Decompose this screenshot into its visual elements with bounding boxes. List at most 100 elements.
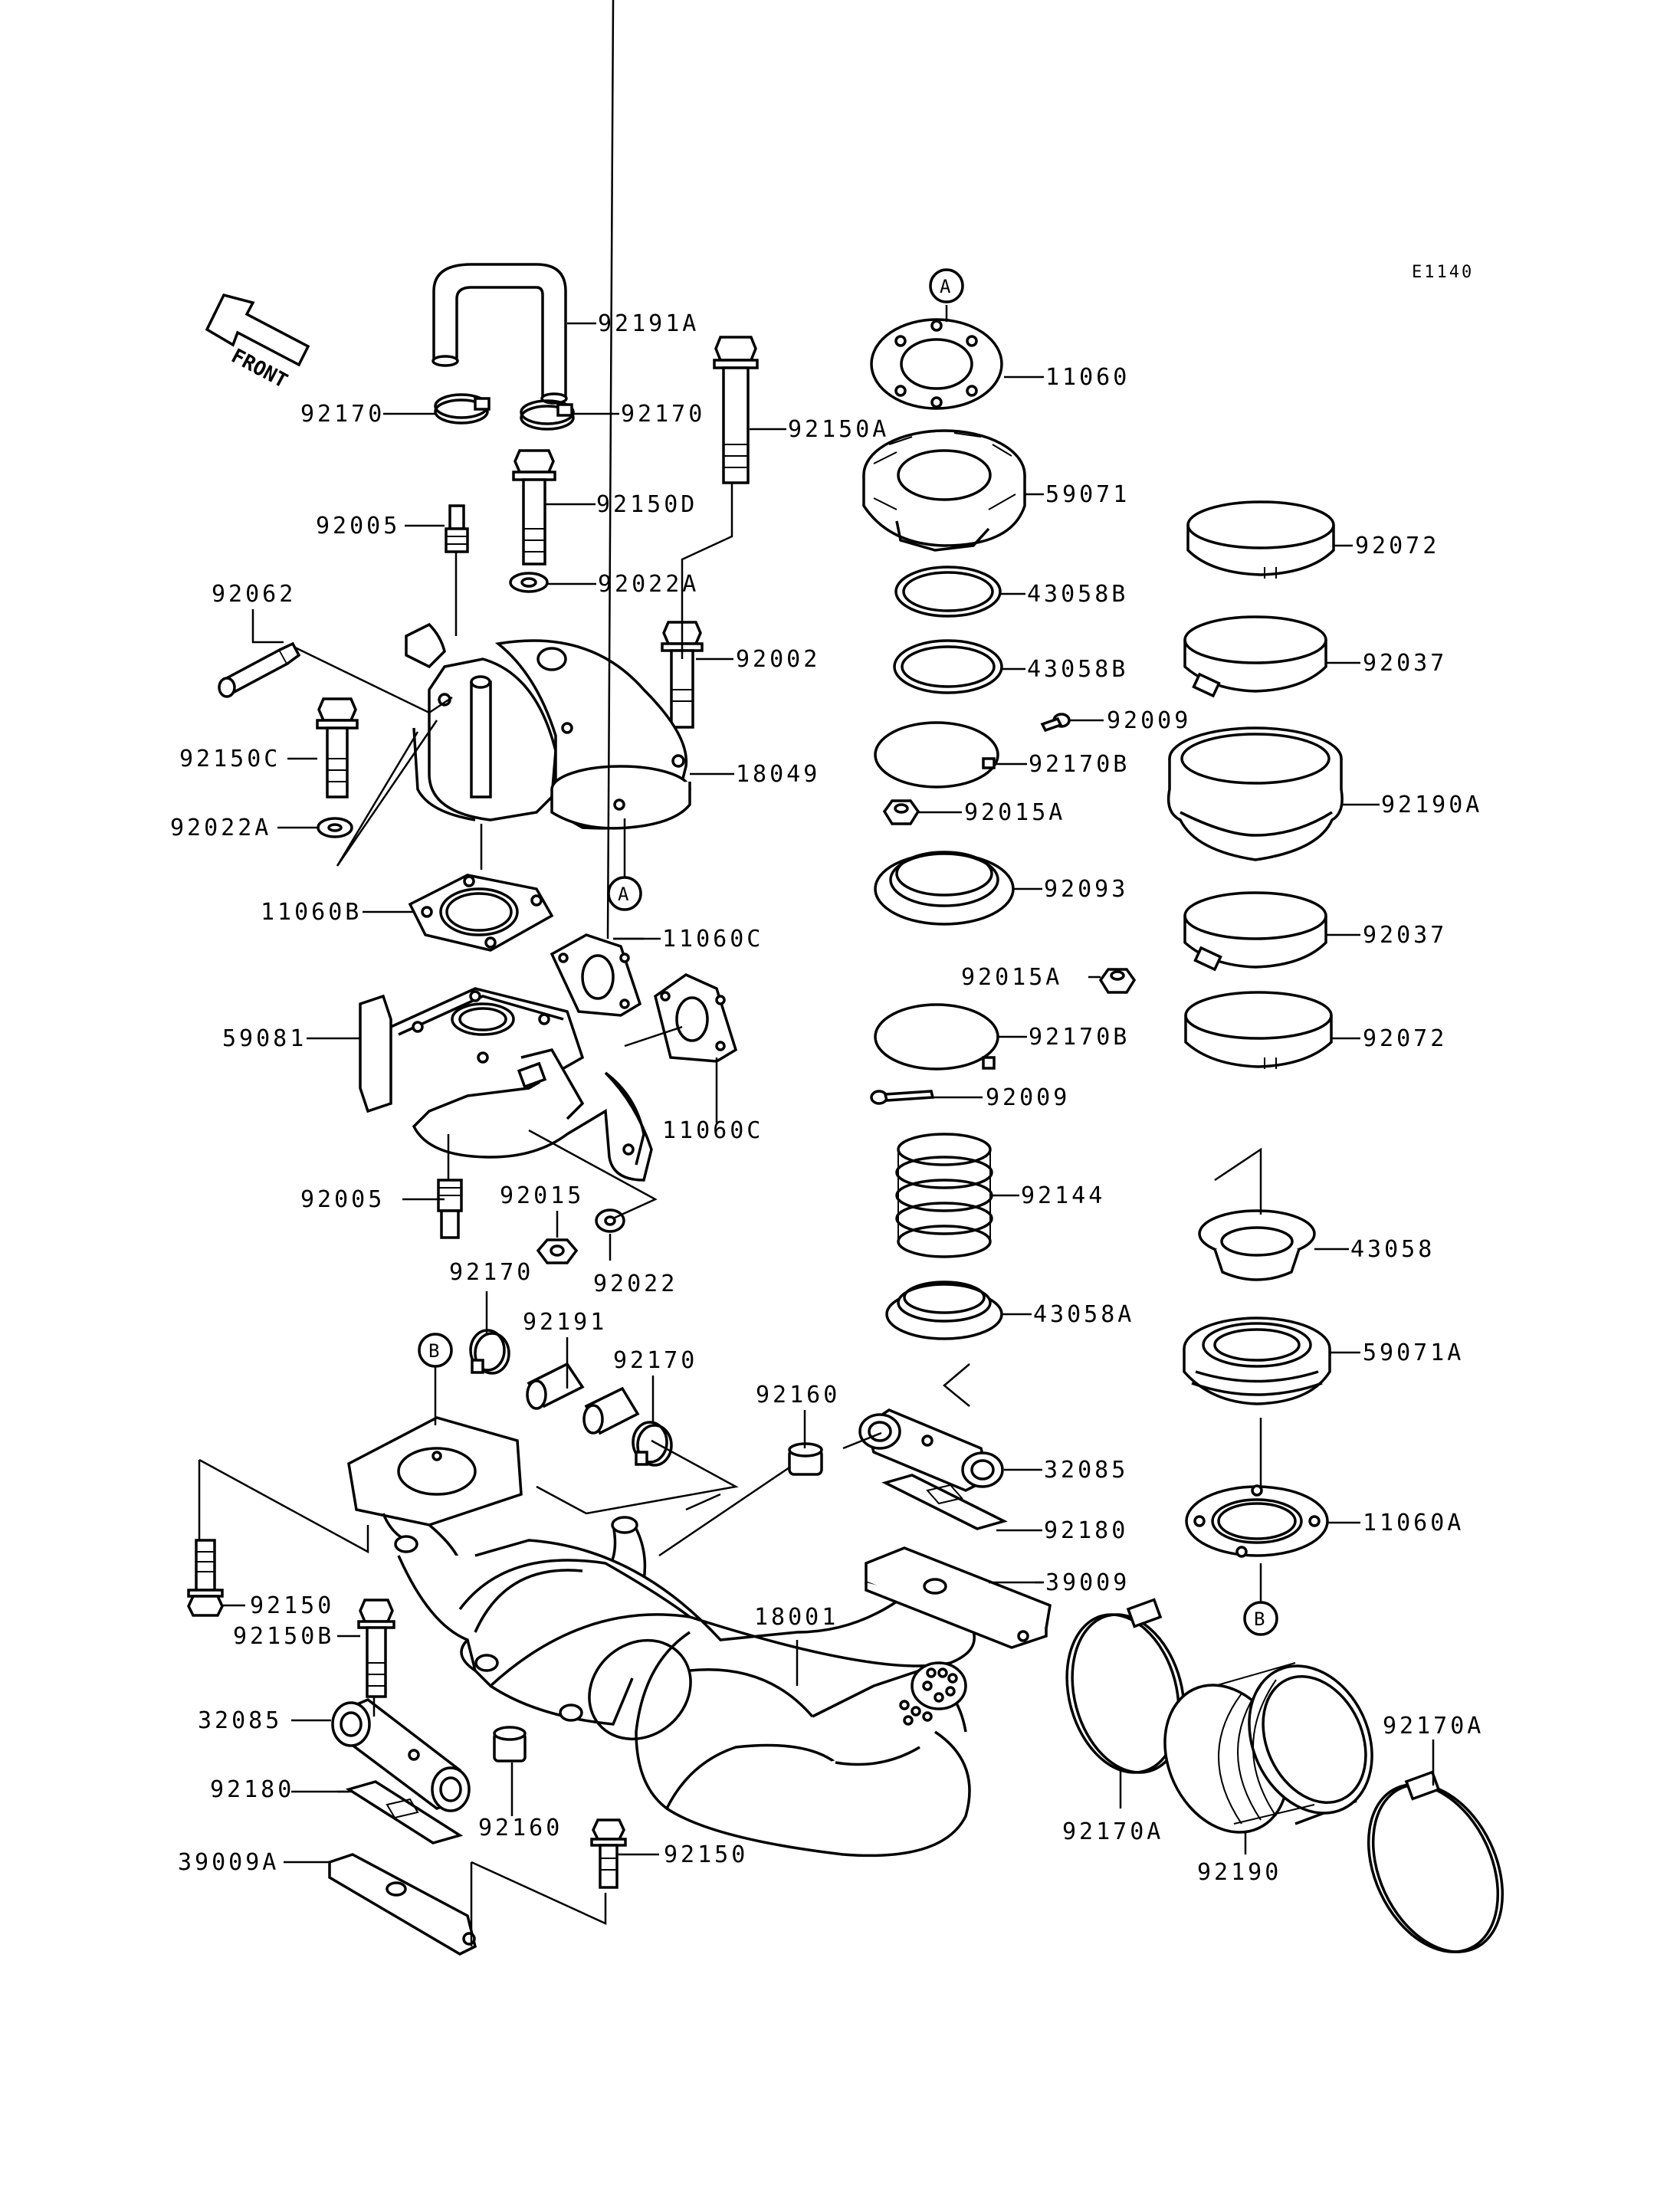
- label-92180-left: 92180: [210, 1776, 294, 1803]
- gasket-11060C-bottom: [654, 972, 738, 1063]
- washer-92022A-left: [317, 817, 353, 838]
- ring-43058B-1: [894, 566, 1002, 618]
- label-92037-top: 92037: [1363, 650, 1447, 677]
- hose-92191: [526, 1362, 640, 1435]
- band-92072-bottom: [1184, 991, 1333, 1069]
- clamp-92170A-right: [1367, 1770, 1504, 1953]
- label-43058: 43058: [1350, 1236, 1435, 1263]
- gasket-11060C-top: [550, 933, 642, 1017]
- label-92190: 92190: [1197, 1859, 1281, 1886]
- bolt-92150D: [512, 449, 556, 566]
- label-43058A: 43058A: [1033, 1301, 1134, 1328]
- label-32085-left: 32085: [198, 1707, 282, 1734]
- svg-text:A: A: [618, 884, 629, 905]
- label-11060C-top: 11060C: [662, 926, 763, 953]
- label-92160-top: 92160: [756, 1382, 840, 1408]
- hose-92191A: [431, 263, 568, 405]
- label-92009-bottom: 92009: [986, 1084, 1070, 1111]
- clamp-92037-top: [1183, 615, 1327, 698]
- gasket-11060B: [408, 874, 554, 952]
- label-11060B: 11060B: [261, 899, 362, 926]
- callout-A-mid: A: [607, 876, 642, 911]
- clamp-92170-left: [434, 393, 491, 425]
- label-92150D: 92150D: [596, 491, 697, 518]
- label-92005-top: 92005: [316, 513, 400, 539]
- svg-text:A: A: [940, 276, 951, 297]
- bolt-92150C: [316, 697, 359, 798]
- clamp-92170B-bottom: [874, 1003, 999, 1071]
- diagram-code: E1140: [1412, 263, 1474, 282]
- label-39009A: 39009A: [178, 1849, 279, 1876]
- shim-92180-right: [881, 1474, 1008, 1530]
- label-92144: 92144: [1021, 1182, 1105, 1209]
- label-43058B-1: 43058B: [1027, 581, 1128, 608]
- label-92022A-left: 92022A: [170, 815, 271, 841]
- label-92191: 92191: [523, 1309, 607, 1336]
- label-92150B: 92150B: [233, 1623, 334, 1650]
- leader-lines: [198, 0, 1435, 1946]
- label-92180-right: 92180: [1044, 1517, 1128, 1544]
- clamp-92170-mid-2: [632, 1421, 673, 1467]
- screw-92009-top: [1040, 713, 1071, 733]
- plate-39009: [865, 1546, 1052, 1649]
- seal-43058: [1198, 1209, 1316, 1281]
- label-59071: 59071: [1045, 481, 1130, 508]
- clamp-92170A-left: [1065, 1598, 1186, 1774]
- label-18049: 18049: [736, 761, 820, 788]
- label-92150A: 92150A: [788, 416, 889, 443]
- callout-A-top: A: [929, 268, 964, 303]
- bracket-32085-right: [858, 1408, 1004, 1492]
- label-39009: 39009: [1045, 1569, 1130, 1596]
- label-92005-bottom: 92005: [300, 1186, 385, 1213]
- spring-92144: [895, 1133, 993, 1258]
- bolt-92150A: [713, 336, 759, 484]
- clamp-92170B-top: [874, 721, 999, 789]
- bolt-92150-bottom: [590, 1818, 627, 1889]
- label-92022A-top: 92022A: [598, 571, 699, 598]
- label-11060C-bottom: 11060C: [662, 1117, 763, 1144]
- clamp-92170-right: [520, 399, 575, 431]
- label-92002: 92002: [736, 646, 820, 673]
- label-92072-top: 92072: [1355, 533, 1439, 559]
- bolt-92150B: [357, 1599, 395, 1698]
- seal-92093: [874, 851, 1015, 926]
- nipple-92005-bottom: [437, 1179, 463, 1239]
- clamp-92170-mid-1: [469, 1329, 510, 1375]
- label-92160-bottom: 92160: [478, 1815, 563, 1841]
- boot-92190A: [1166, 726, 1344, 861]
- label-92170-top-right: 92170: [621, 401, 705, 428]
- nut-92015: [536, 1238, 579, 1264]
- label-92150C: 92150C: [179, 746, 281, 772]
- gasket-11060: [870, 318, 1003, 410]
- nipple-92005-top: [445, 504, 469, 553]
- svg-text:B: B: [1254, 1608, 1265, 1630]
- bolt-92150-left: [187, 1539, 224, 1617]
- label-59071A: 59071A: [1363, 1340, 1464, 1366]
- label-92170-top-left: 92170: [300, 401, 385, 428]
- housing-59071: [862, 429, 1026, 552]
- muffler-18001: [347, 1416, 976, 1858]
- front-arrow-icon: FRONT: [205, 293, 310, 393]
- clamp-92037-bottom: [1183, 891, 1327, 972]
- label-92072-bottom: 92072: [1363, 1025, 1447, 1052]
- label-92093: 92093: [1044, 876, 1128, 903]
- gasket-11060A: [1185, 1484, 1329, 1558]
- label-92170A-right: 92170A: [1383, 1713, 1484, 1740]
- washer-92022A-top: [509, 572, 549, 593]
- seal-43058A: [885, 1280, 1003, 1340]
- label-92150-bottom: 92150: [664, 1841, 748, 1868]
- label-43058B-2: 43058B: [1027, 656, 1128, 683]
- manifold-59081: [359, 987, 653, 1182]
- label-92170A-left: 92170A: [1062, 1818, 1163, 1845]
- nut-92015A-bottom: [1098, 968, 1137, 994]
- svg-text:B: B: [428, 1340, 439, 1362]
- label-59081: 59081: [222, 1025, 307, 1052]
- spacer-92160-bottom: [493, 1726, 527, 1763]
- label-32085-right: 32085: [1044, 1457, 1128, 1484]
- cover-18049: [405, 622, 691, 830]
- label-92170B-top: 92170B: [1029, 751, 1130, 778]
- label-92190A: 92190A: [1381, 792, 1482, 818]
- label-92170-mid-2: 92170: [613, 1347, 697, 1374]
- label-11060A: 11060A: [1363, 1510, 1464, 1536]
